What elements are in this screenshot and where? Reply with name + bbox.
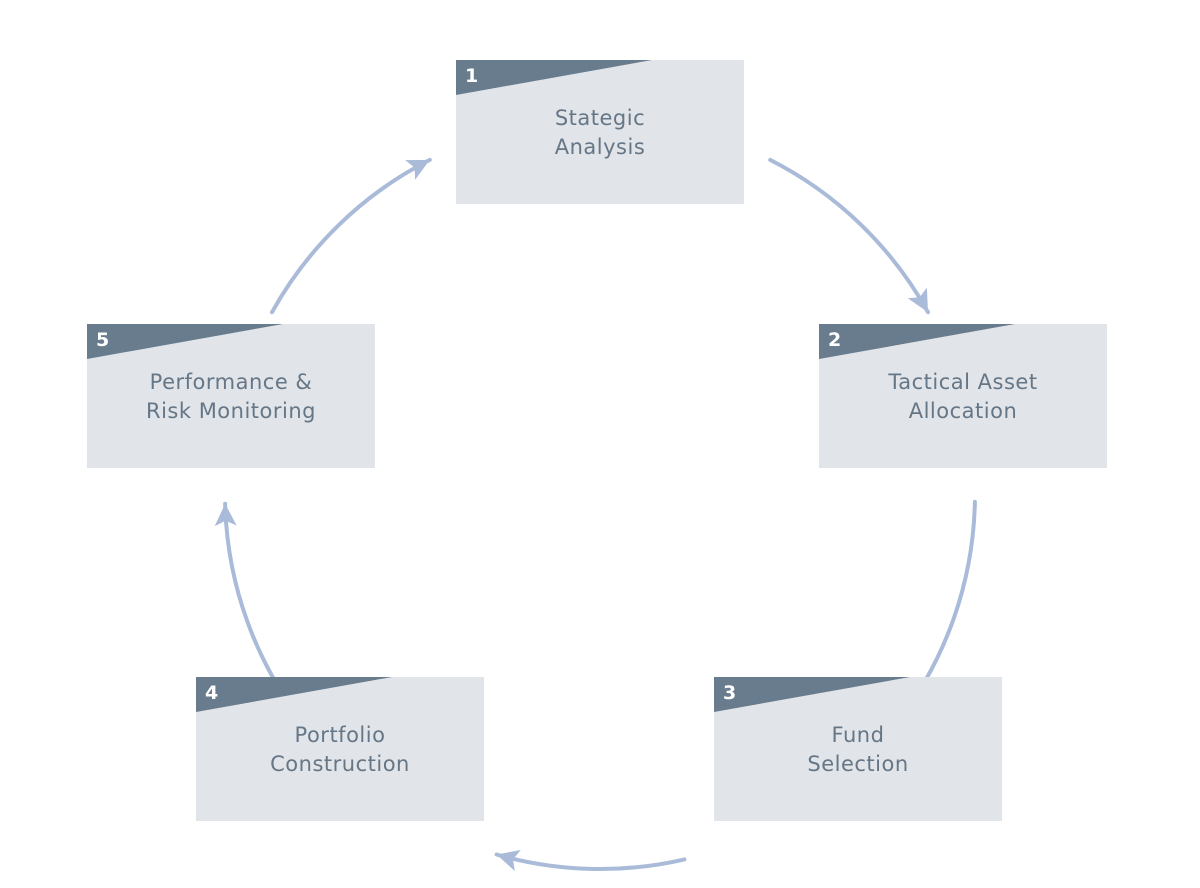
step-1-label-line-2: Analysis (554, 135, 646, 159)
arrowhead-3-to-4 (496, 850, 521, 872)
step-2-label-line-2: Allocation (908, 399, 1018, 423)
arrow-3-to-4 (494, 852, 687, 871)
arrowhead-5-to-1 (405, 159, 430, 180)
step-2-label-line-1: Tactical Asset (888, 370, 1038, 394)
step-2-number: 2 (828, 329, 842, 351)
step-2-box: 2 Tactical Asset Allocation (819, 324, 1107, 468)
step-1-tab (456, 60, 652, 95)
step-4-tab (196, 677, 392, 712)
step-3-label-line-1: Fund (831, 723, 885, 747)
step-5-label: Performance & Risk Monitoring (87, 368, 375, 426)
step-3-tab (714, 677, 910, 712)
step-1-box: 1 Stategic Analysis (456, 60, 744, 204)
step-1-label: Stategic Analysis (456, 104, 744, 162)
step-5-number: 5 (96, 329, 110, 351)
step-4-label-line-2: Construction (270, 752, 410, 776)
step-3-box: 3 Fund Selection (714, 677, 1002, 821)
step-5-label-line-2: Risk Monitoring (145, 399, 316, 423)
step-2-tab (819, 324, 1015, 359)
step-5-label-line-1: Performance & (149, 370, 313, 394)
arrow-1-to-2 (768, 157, 930, 315)
step-2-label: Tactical Asset Allocation (819, 368, 1107, 426)
arrow-5-to-1 (270, 157, 432, 315)
step-4-number: 4 (205, 682, 219, 704)
step-4-box: 4 Portfolio Construction (196, 677, 484, 821)
step-5-tab (87, 324, 283, 359)
step-4-label-line-1: Portfolio (294, 723, 386, 747)
step-3-label: Fund Selection (714, 721, 1002, 779)
step-3-number: 3 (723, 682, 737, 704)
step-1-label-line-1: Stategic (554, 106, 646, 130)
step-4-label: Portfolio Construction (196, 721, 484, 779)
step-1-number: 1 (465, 65, 479, 87)
arrowhead-4-to-5 (214, 503, 237, 527)
step-3-label-line-2: Selection (807, 752, 909, 776)
step-5-box: 5 Performance & Risk Monitoring (87, 324, 375, 468)
arrowhead-1-to-2 (907, 287, 928, 313)
